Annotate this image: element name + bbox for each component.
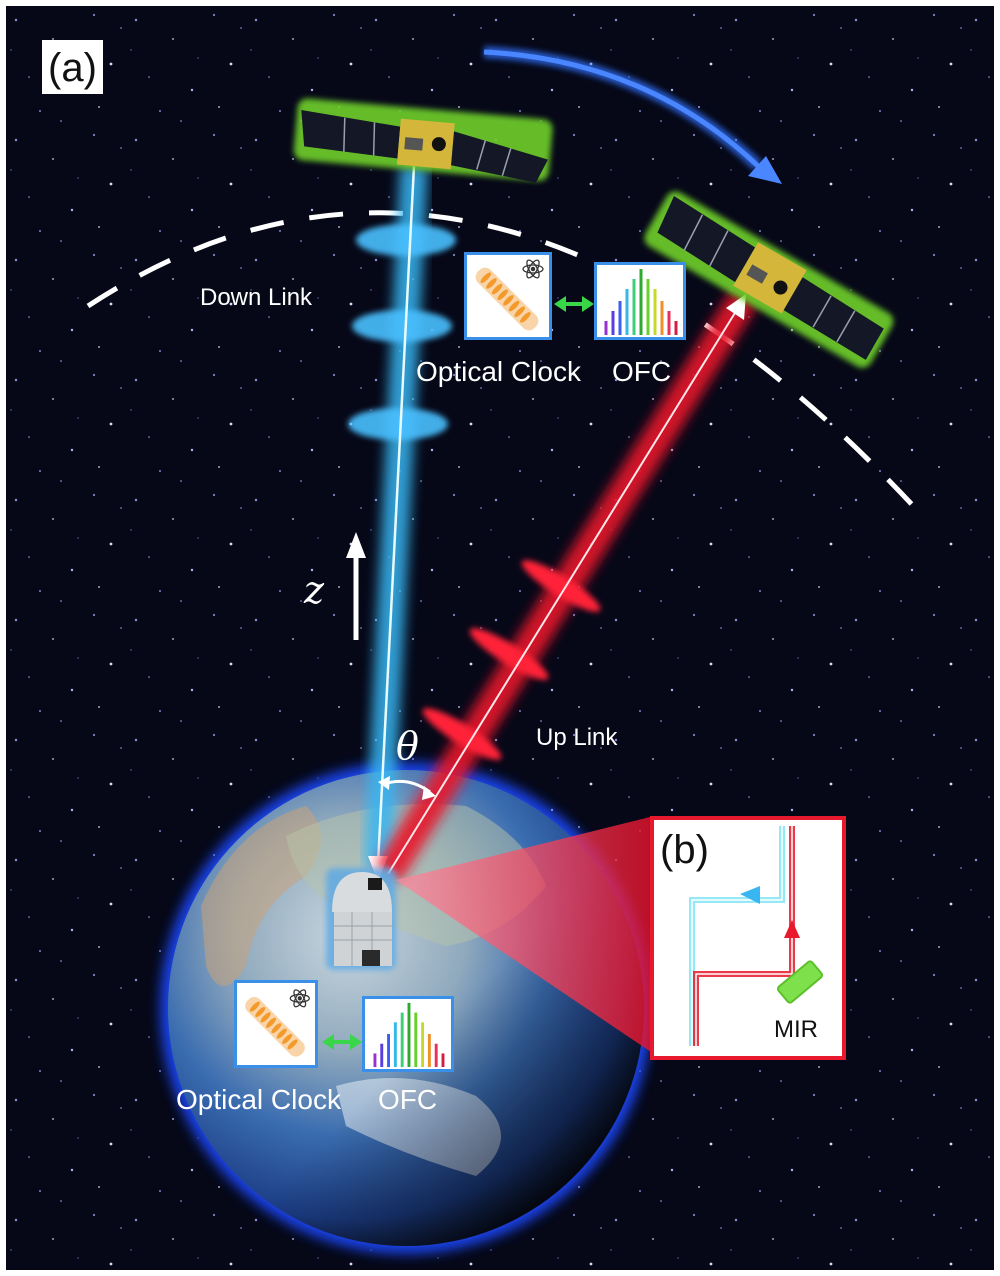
space-optical-clock-label: Optical Clock [416,356,581,387]
panel-b-label: (b) [660,828,709,872]
z-axis-arrow [346,532,366,640]
theta-label: θ [396,724,419,768]
panel-a-label: (a) [42,40,103,94]
orbit-path [86,210,920,513]
optical-lattice-icon [475,259,544,331]
optical-lattice-icon [245,989,310,1057]
ground-optical-clock-inset [234,980,318,1068]
mirror-label: MIR [774,1016,818,1043]
satellite-2 [644,191,894,368]
frequency-comb-icon [604,269,678,335]
panel-b-inset: (b) MIR [650,816,846,1060]
ground-optical-clock-label: Optical Clock [176,1084,341,1115]
space-ofc-label: OFC [612,356,672,387]
diagram-graphics [6,6,994,1270]
blue-arrow-icon [740,886,760,904]
ground-bidirectional-arrow [322,1034,362,1050]
orbit-direction-arrow [483,46,782,184]
down-link-label: Down Link [200,284,313,311]
up-link-label: Up Link [536,724,618,751]
frequency-comb-icon [373,1002,445,1068]
mirror [776,960,824,1004]
ground-ofc-inset [362,996,454,1072]
satellite-1 [293,98,553,183]
atom-icon [522,259,544,279]
ground-ofc-label: OFC [378,1084,438,1115]
beam-path-diagram [689,826,824,1046]
space-optical-clock-inset [464,252,552,340]
up-link-beam [375,290,757,882]
space-bidirectional-arrow [554,296,594,312]
red-arrow-icon [784,920,800,938]
ground-station-observatory [326,868,396,970]
zoom-cone [396,816,654,1054]
figure-canvas: (a) Down Link Up Link z θ [6,6,994,1270]
z-axis-label: z [304,568,325,612]
space-ofc-inset [594,262,686,340]
atom-icon [289,989,310,1008]
